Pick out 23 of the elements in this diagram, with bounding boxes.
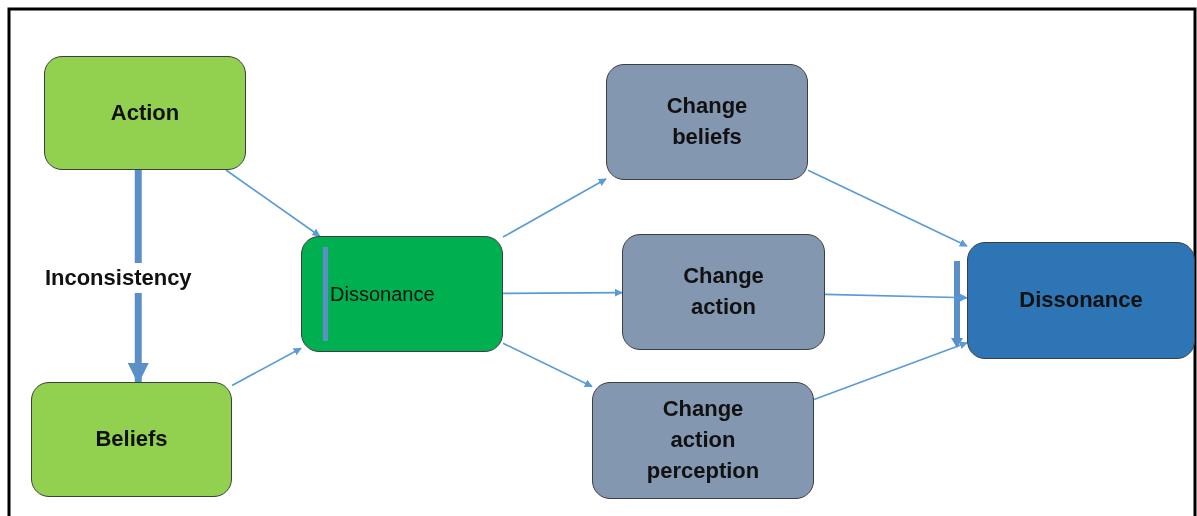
arrow: [813, 341, 968, 401]
arrow: [225, 169, 321, 237]
option-box: [606, 64, 808, 180]
result-box: [967, 242, 1195, 359]
arrow: [824, 293, 968, 302]
concept-box: [44, 56, 246, 170]
node-label: Change action perception: [645, 395, 761, 485]
node-label: Dissonance: [1019, 286, 1143, 315]
node-label: Action: [110, 98, 180, 127]
concept-box: [31, 382, 232, 497]
node-label: Dissonance: [330, 282, 435, 307]
node-label: Beliefs: [95, 425, 168, 454]
state-box: [301, 236, 503, 352]
arrow: [502, 288, 623, 297]
arrow: [807, 169, 968, 247]
edge-label: Inconsistency: [44, 263, 192, 293]
node-label: Change beliefs: [665, 92, 749, 151]
node-label: Change action: [682, 262, 765, 321]
option-box: [622, 234, 825, 350]
arrow: [502, 342, 593, 388]
arrow: [231, 347, 302, 387]
arrow: [502, 178, 607, 238]
option-box: [592, 382, 814, 499]
